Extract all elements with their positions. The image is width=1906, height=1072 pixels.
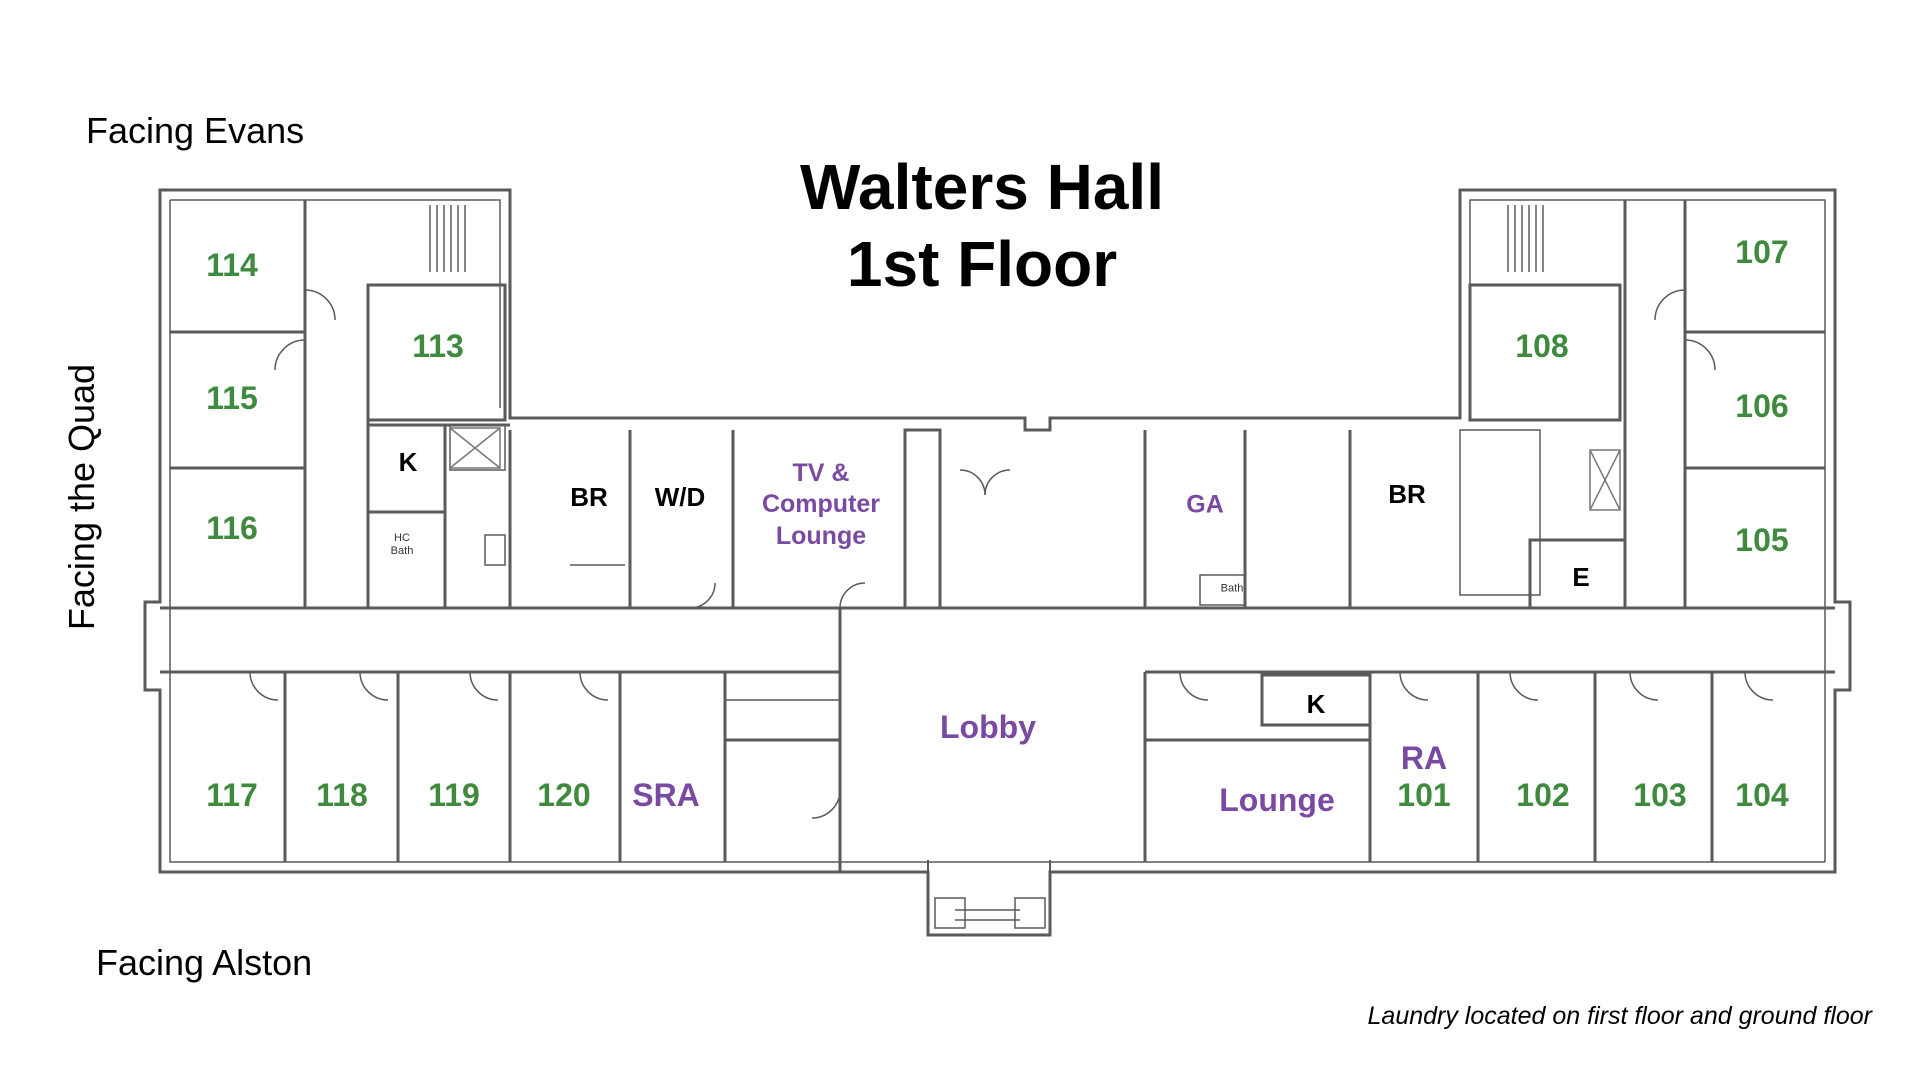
room-114: 114 [206, 247, 258, 283]
room-102: 102 [1516, 777, 1570, 813]
tv-lounge-line2: Computer [761, 490, 881, 519]
room-104: 104 [1735, 777, 1789, 813]
hc-bath-line2: Bath [390, 545, 414, 557]
orientation-left: Facing the Quad [61, 363, 102, 631]
orientation-bottom: Facing Alston [96, 942, 313, 983]
tv-lounge-line1: TV & [792, 459, 850, 488]
elevator-label: E [1572, 562, 1590, 592]
washer-dryer-label: W/D [654, 482, 706, 512]
building-outline [143, 188, 1852, 937]
ga-label: GA [1186, 490, 1224, 519]
sra-room-label: SRA [632, 777, 700, 813]
lobby-label: Lobby [940, 709, 1036, 745]
room-116: 116 [206, 510, 258, 546]
ra-label: RA [1400, 740, 1448, 776]
room-117: 117 [206, 777, 258, 813]
bathroom-east-label: BR [1388, 479, 1426, 509]
room-103: 103 [1633, 777, 1687, 813]
room-108: 108 [1515, 328, 1569, 364]
kitchen-east-label: K [1306, 689, 1326, 719]
hc-bath-line1: HC [394, 531, 410, 544]
tv-lounge-line3: Lounge [775, 521, 867, 550]
kitchen-west-label: K [398, 447, 418, 477]
room-118: 118 [316, 777, 368, 813]
room-105: 105 [1735, 522, 1789, 558]
room-115: 115 [206, 380, 258, 416]
hc-bath-label: HC Bath [391, 532, 414, 558]
laundry-note: Laundry located on first floor and groun… [1367, 1002, 1872, 1030]
room-107: 107 [1735, 234, 1789, 270]
map-title-line1: Walters Hall [800, 151, 1164, 224]
map-title-line2: 1st Floor [846, 228, 1118, 300]
map-title: Walters Hall 1st Floor [800, 149, 1164, 303]
room-120: 120 [537, 777, 591, 813]
room-119: 119 [428, 777, 480, 813]
orientation-top: Facing Evans [86, 110, 305, 151]
room-101: 101 [1397, 777, 1451, 813]
room-113: 113 [412, 328, 464, 364]
room-106: 106 [1735, 388, 1789, 424]
tv-computer-lounge-label: TV & Computer Lounge [762, 458, 880, 552]
bathroom-west-label: BR [570, 482, 608, 512]
ga-bath-label: Bath [1220, 582, 1244, 595]
lounge-label: Lounge [1219, 782, 1335, 818]
